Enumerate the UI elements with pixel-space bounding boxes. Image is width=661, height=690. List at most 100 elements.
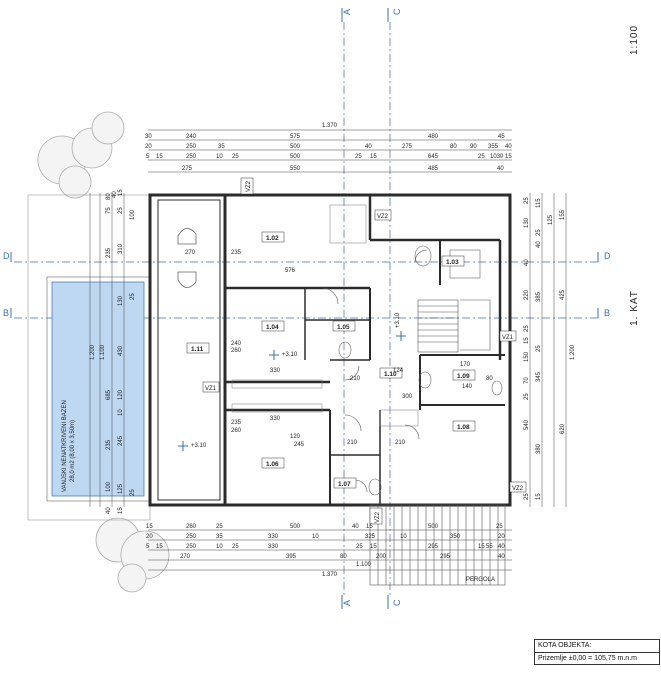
left-dims: 80 40 15 75 25 100 310 235 130 25 430 68…: [106, 189, 136, 514]
pool-label-1: VANJSKI NENATKRIVENI BAZEN: [62, 400, 68, 492]
room-1.04: 1.04: [266, 324, 279, 331]
tree-top-left: [37, 111, 125, 199]
svg-text:25: 25: [536, 345, 542, 352]
vz2-tag: VZ2: [377, 214, 389, 220]
bottom-dimension-lines: [148, 529, 512, 571]
svg-text:5: 5: [146, 154, 150, 160]
pool-label-2: 28,0 m2 (8,00 x 3,50m): [70, 420, 76, 482]
axis-label-c-bottom: C: [392, 599, 402, 606]
room-labels: 1.02 1.03 1.04 1.05 1.06 1.07 1.08 1.09 …: [186, 231, 476, 489]
svg-text:260: 260: [186, 524, 197, 530]
right-total-dimension: 1.200: [570, 344, 576, 360]
vz2-tag: VZ2: [375, 511, 381, 523]
svg-text:15: 15: [118, 189, 124, 196]
svg-text:260: 260: [231, 348, 242, 354]
svg-text:55: 55: [486, 544, 493, 550]
axis-label-d-left: D: [3, 251, 10, 261]
svg-text:25: 25: [216, 524, 223, 530]
svg-text:550: 550: [290, 166, 301, 172]
svg-text:75: 75: [106, 207, 112, 214]
elevation-3: +3.10: [395, 312, 401, 328]
svg-text:125: 125: [118, 483, 124, 494]
svg-text:40: 40: [365, 144, 372, 150]
svg-text:120: 120: [290, 434, 301, 440]
svg-text:15: 15: [505, 154, 512, 160]
loggia-furniture: [177, 228, 197, 288]
svg-text:25: 25: [496, 524, 503, 530]
elevation-icon: [396, 331, 406, 341]
top-dims-row4: 275 550 485 40: [182, 166, 504, 172]
svg-text:500: 500: [428, 524, 439, 530]
axis-label-b-left: B: [3, 308, 9, 318]
svg-text:25: 25: [232, 544, 239, 550]
svg-text:250: 250: [186, 534, 197, 540]
svg-text:25: 25: [118, 207, 124, 214]
svg-text:235: 235: [106, 247, 112, 258]
svg-text:25: 25: [478, 154, 485, 160]
svg-text:576: 576: [285, 268, 296, 274]
svg-text:25: 25: [524, 393, 530, 400]
svg-text:40: 40: [112, 191, 118, 198]
svg-text:15: 15: [370, 544, 377, 550]
svg-text:220: 220: [524, 289, 530, 300]
staircase: [417, 299, 491, 353]
svg-text:240: 240: [231, 341, 242, 347]
svg-text:1030: 1030: [490, 154, 504, 160]
left-dimension-lines: [89, 193, 125, 507]
svg-text:25: 25: [355, 154, 362, 160]
svg-text:20: 20: [146, 534, 153, 540]
svg-text:125: 125: [548, 214, 554, 225]
svg-text:40: 40: [497, 166, 504, 172]
svg-text:15: 15: [536, 493, 542, 500]
svg-text:425: 425: [560, 289, 566, 300]
svg-text:124: 124: [393, 368, 404, 374]
svg-text:330: 330: [270, 368, 281, 374]
svg-text:240: 240: [186, 134, 197, 140]
tree-bottom-left: [95, 517, 170, 593]
svg-text:245: 245: [294, 442, 305, 448]
svg-text:270: 270: [180, 554, 191, 560]
bottom-mid-dimension: 1.100: [356, 562, 372, 568]
svg-text:120: 120: [118, 389, 124, 400]
elevation-icon: [269, 350, 279, 360]
svg-text:130: 130: [118, 295, 124, 306]
svg-text:90: 90: [470, 144, 477, 150]
axis-label-a-bottom: A: [342, 600, 352, 606]
floor-label: 1. KAT: [629, 290, 640, 326]
svg-text:15: 15: [478, 544, 485, 550]
svg-text:80: 80: [340, 554, 347, 560]
room-1.02: 1.02: [266, 235, 279, 242]
svg-text:235: 235: [106, 439, 112, 450]
svg-text:30: 30: [145, 134, 152, 140]
svg-text:35: 35: [218, 144, 225, 150]
svg-text:15: 15: [156, 154, 163, 160]
room-1.11: 1.11: [191, 346, 204, 353]
svg-text:115: 115: [536, 198, 542, 208]
svg-text:170: 170: [460, 362, 471, 368]
svg-text:130: 130: [524, 217, 530, 228]
svg-text:210: 210: [347, 440, 358, 446]
svg-text:330: 330: [268, 534, 279, 540]
svg-text:25: 25: [536, 229, 542, 236]
svg-text:645: 645: [428, 154, 439, 160]
svg-text:40: 40: [498, 544, 505, 550]
svg-text:10: 10: [312, 534, 319, 540]
svg-text:100: 100: [106, 481, 112, 492]
svg-text:15: 15: [156, 544, 163, 550]
wardrobes: [231, 204, 419, 427]
svg-text:295: 295: [428, 544, 439, 550]
svg-text:260: 260: [231, 428, 242, 434]
elevation-info-value: Prizemlje ±0,00 = 105,75 m.n.m: [538, 655, 637, 662]
vz2-tag: VZ2: [246, 180, 252, 192]
svg-text:500: 500: [290, 154, 301, 160]
room-1.09: 1.09: [457, 373, 470, 380]
svg-text:575: 575: [290, 134, 301, 140]
svg-text:250: 250: [186, 544, 197, 550]
svg-text:500: 500: [290, 524, 301, 530]
left-total-dimension: 1.200: [90, 344, 96, 360]
top-dims-row3: 5 15 250 10 25 500 25 15 645 25 1030 15: [146, 154, 512, 160]
svg-text:40: 40: [106, 507, 112, 514]
svg-text:345: 345: [536, 371, 542, 382]
svg-text:35: 35: [216, 534, 223, 540]
